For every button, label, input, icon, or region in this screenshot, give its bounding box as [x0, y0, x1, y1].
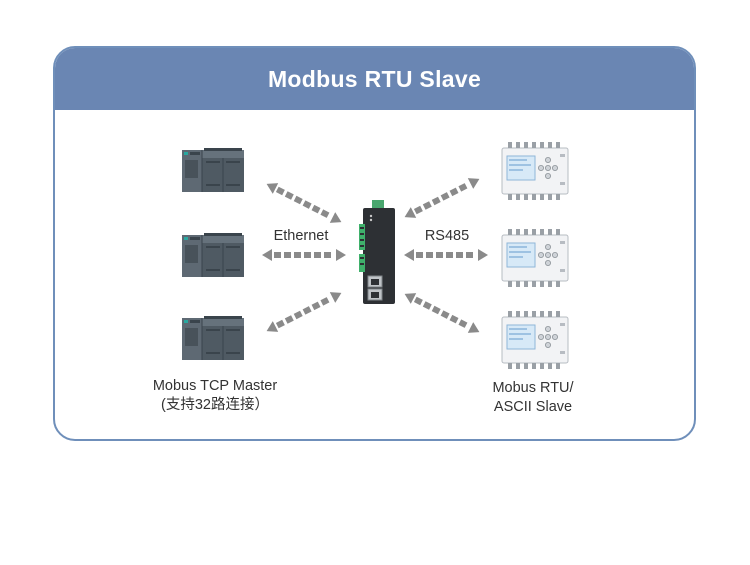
- dashed-double-arrow-icon: [404, 249, 488, 261]
- master-caption-line2: (支持32路连接）: [161, 397, 269, 413]
- rtu-slave-device-icon: [500, 229, 570, 287]
- diagram-card: Modbus RTU Slave: [53, 46, 696, 441]
- gateway-device-icon: [359, 200, 395, 304]
- slave-caption-line1: Mobus RTU/: [492, 380, 574, 396]
- rs485-label: RS485: [424, 228, 470, 244]
- ethernet-label: Ethernet: [273, 228, 329, 244]
- rtu-slave-device-icon: [500, 142, 570, 200]
- plc-master-icon: [182, 148, 244, 192]
- master-caption: Mobus TCP Master (支持32路连接）: [130, 377, 300, 415]
- slave-caption-line2: ASCII Slave: [493, 399, 573, 415]
- plc-master-icon: [182, 233, 244, 277]
- plc-master-icon: [182, 316, 244, 360]
- diagram-title: Modbus RTU Slave: [55, 48, 694, 110]
- master-caption-line1: Mobus TCP Master: [152, 378, 278, 394]
- rtu-slave-device-icon: [500, 311, 570, 369]
- slave-caption: Mobus RTU/ ASCII Slave: [468, 379, 598, 417]
- dashed-double-arrow-icon: [262, 249, 346, 261]
